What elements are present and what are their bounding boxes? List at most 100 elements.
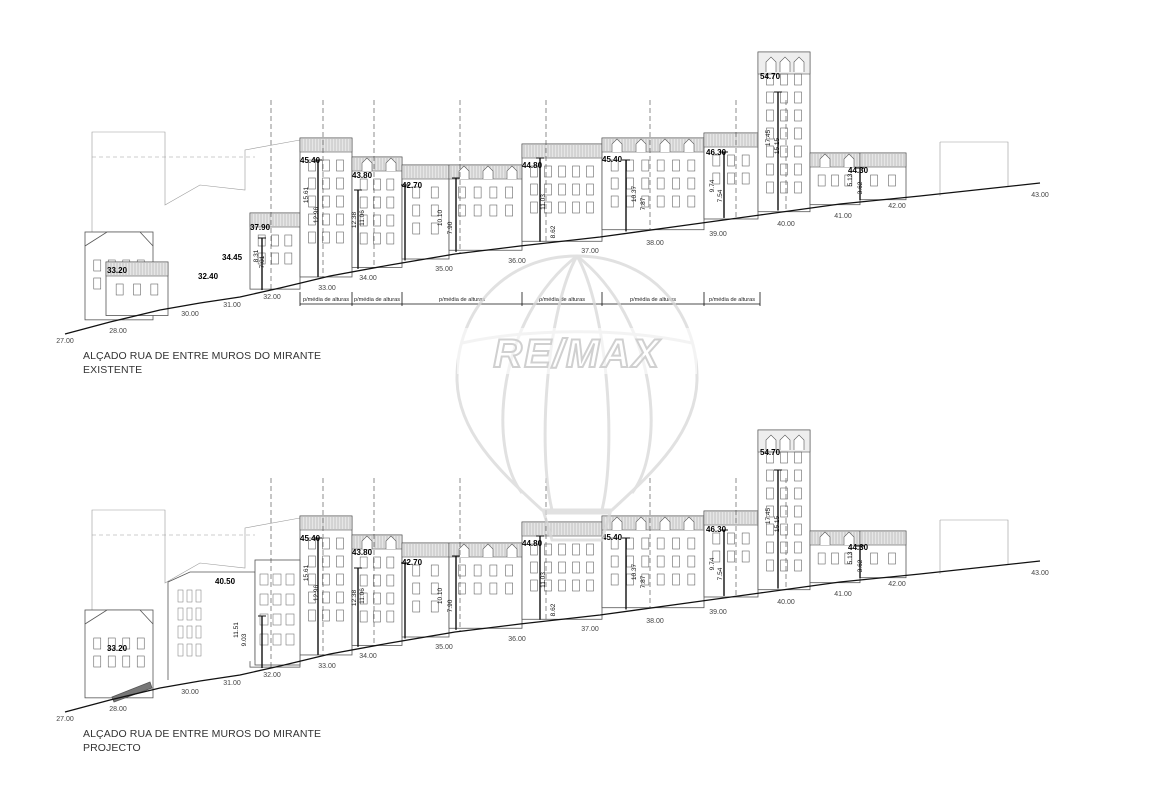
- window: [794, 505, 802, 518]
- building-facade: [299, 137, 353, 278]
- building-facade: [601, 515, 705, 609]
- window: [308, 537, 316, 550]
- window: [412, 582, 421, 595]
- cornice-height-label: 44.80: [522, 539, 543, 548]
- window: [336, 537, 344, 550]
- window: [727, 550, 735, 563]
- window: [766, 127, 774, 140]
- cornice-height-label: 32.40: [198, 272, 219, 281]
- window: [766, 109, 774, 122]
- average-height-band: p/média de alturas p/média de alturas p/mé…: [299, 292, 761, 306]
- window: [386, 610, 395, 623]
- window: [359, 574, 368, 587]
- window: [284, 252, 293, 265]
- dormer: [506, 165, 518, 179]
- window: [610, 159, 619, 172]
- cornice-height-label: 44.30: [848, 166, 869, 175]
- window: [780, 559, 788, 572]
- average-height-label: p/média de alturas: [630, 297, 676, 303]
- window: [122, 637, 131, 650]
- window: [308, 195, 316, 208]
- height-dimension: 7.87: [640, 197, 647, 210]
- dormer: [659, 516, 671, 530]
- window: [271, 252, 279, 265]
- street-level-label: 28.00: [109, 706, 127, 713]
- building-facade: [448, 164, 523, 251]
- window: [572, 543, 580, 556]
- window: [610, 195, 619, 208]
- window: [336, 591, 344, 604]
- window: [322, 177, 330, 190]
- street-level-label: 42.00: [888, 581, 906, 588]
- building-facade: [757, 51, 811, 213]
- window: [272, 613, 282, 626]
- average-height-label: p/média de alturas: [539, 297, 585, 303]
- cornice-height-label: 43.80: [352, 171, 373, 180]
- window: [336, 213, 344, 226]
- window: [359, 214, 368, 227]
- window: [373, 592, 381, 605]
- window: [794, 109, 802, 122]
- window: [259, 573, 269, 586]
- window: [386, 592, 395, 605]
- dormer: [819, 153, 831, 167]
- average-height-label: p/média de alturas: [709, 297, 755, 303]
- cornice-height-label: 45.40: [300, 156, 321, 165]
- window: [195, 589, 202, 603]
- window: [308, 573, 316, 586]
- cornice-height-label: 46.30: [706, 148, 727, 157]
- window: [641, 555, 650, 568]
- height-dimension: 5.13: [847, 551, 854, 564]
- reference-lines: [270, 100, 787, 291]
- window: [672, 195, 680, 208]
- gable-roof: [84, 231, 154, 247]
- window: [794, 91, 802, 104]
- building-facade: [351, 534, 403, 646]
- window: [888, 174, 896, 187]
- window: [133, 283, 141, 296]
- window: [412, 222, 421, 235]
- dormer: [361, 157, 373, 171]
- background-buildings: [91, 131, 1009, 240]
- window: [844, 552, 853, 565]
- height-dimension: 10.10: [437, 209, 444, 226]
- caption-project: ALÇADO RUA DE ENTRE MUROS DO MIRANTE PRO…: [83, 727, 321, 755]
- dormer: [482, 165, 494, 179]
- window: [831, 174, 839, 187]
- window: [641, 537, 650, 550]
- window: [430, 600, 439, 613]
- window: [373, 556, 381, 569]
- street-level-label: 32.00: [263, 672, 281, 679]
- window: [195, 607, 202, 621]
- window: [544, 165, 552, 178]
- building-facade: [809, 530, 861, 584]
- window: [308, 591, 316, 604]
- window: [386, 196, 395, 209]
- window: [93, 655, 102, 668]
- window: [780, 145, 788, 158]
- cornice-height-label: 45.40: [300, 534, 321, 543]
- dimension-bars: [258, 469, 864, 669]
- window: [386, 574, 395, 587]
- street-level-label: 40.00: [777, 221, 795, 228]
- window: [412, 600, 421, 613]
- elevation-existing: 27.0028.0030.0031.0032.0033.0034.0035.00…: [56, 51, 1049, 345]
- window: [177, 607, 184, 621]
- window: [186, 607, 193, 621]
- window: [530, 579, 538, 592]
- cornice-height-label: 44.80: [522, 161, 543, 170]
- window: [780, 487, 788, 500]
- window: [766, 523, 774, 536]
- height-dimension: 9.03: [241, 633, 248, 646]
- window: [794, 451, 802, 464]
- window: [780, 505, 788, 518]
- window: [122, 655, 131, 668]
- window: [505, 204, 513, 217]
- window: [780, 91, 788, 104]
- window: [741, 550, 750, 563]
- cornice-height-label: 37.90: [250, 223, 271, 232]
- building-facade: [351, 156, 403, 268]
- street-level-label: 31.00: [223, 302, 241, 309]
- building-facade: [84, 609, 154, 699]
- window: [558, 543, 566, 556]
